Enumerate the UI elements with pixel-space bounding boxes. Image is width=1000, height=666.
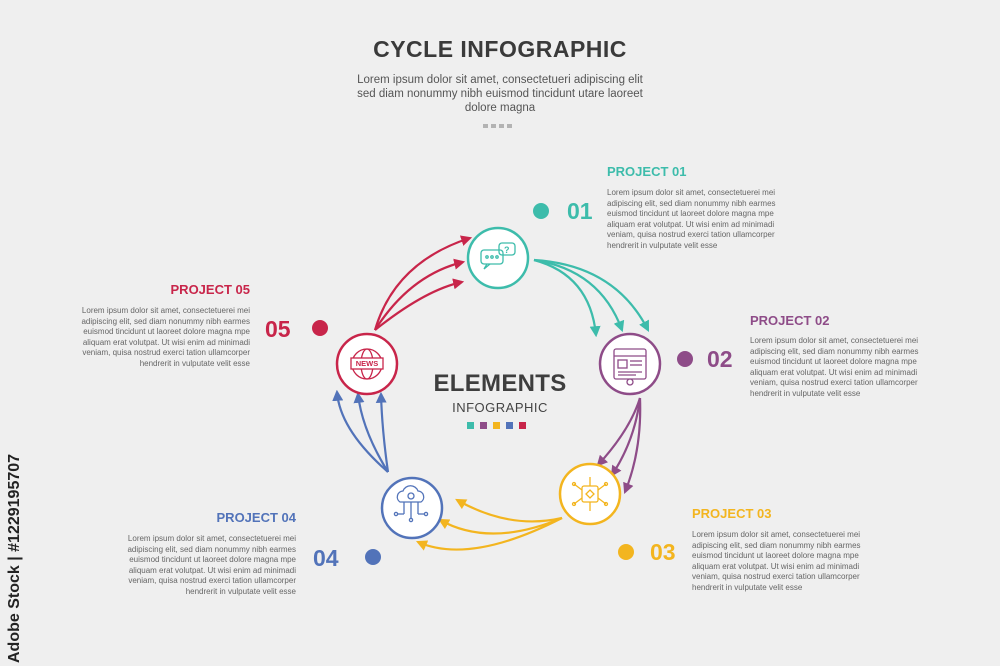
center-subtitle: INFOGRAPHIC — [452, 400, 548, 415]
globe-news-icon — [350, 348, 384, 380]
project-04-description: Lorem ipsum dolor sit amet, consectetuer… — [127, 534, 296, 596]
news-icon-label: NEWS — [355, 359, 379, 368]
project-02-dot — [677, 351, 693, 367]
cloud-network-icon — [393, 485, 429, 523]
project-03-number: 03 — [650, 539, 676, 565]
project-02-number: 02 — [707, 346, 733, 372]
project-01-number: 01 — [567, 198, 593, 224]
center-color-dots — [467, 422, 526, 429]
arrows-05-to-01 — [373, 235, 473, 331]
project-02-title: PROJECT 02 — [750, 313, 830, 328]
project-05-description: Lorem ipsum dolor sit amet, consectetuer… — [81, 306, 250, 368]
arrows-02-to-03 — [596, 397, 642, 495]
center-title: ELEMENTS — [433, 370, 567, 397]
project-05-dot — [312, 320, 328, 336]
node-03-circle — [558, 462, 622, 526]
arrows-03-to-04 — [415, 498, 563, 551]
chat-bubbles-icon: ? — [480, 242, 516, 270]
project-04-title: PROJECT 04 — [216, 510, 296, 525]
project-02-description: Lorem ipsum dolor sit amet, consectetuer… — [750, 336, 919, 398]
project-04-dot — [365, 549, 381, 565]
document-layout-icon — [613, 348, 647, 386]
project-04-number: 04 — [313, 545, 339, 571]
arrows-01-to-02 — [533, 258, 649, 338]
page-title: CYCLE INFOGRAPHIC — [373, 36, 627, 62]
title-divider-dots — [483, 124, 512, 128]
project-03-dot — [618, 544, 634, 560]
arrows-04-to-05 — [332, 389, 390, 473]
project-01-description: Lorem ipsum dolor sit amet, consectetuer… — [607, 188, 776, 250]
svg-text:?: ? — [504, 245, 510, 255]
watermark-text: Adobe Stock | #1229195707 — [6, 453, 23, 663]
project-05-title: PROJECT 05 — [170, 282, 250, 297]
project-01-title: PROJECT 01 — [607, 164, 687, 179]
project-03-title: PROJECT 03 — [692, 506, 772, 521]
adobe-stock-watermark: Adobe Stock | #1229195707 — [4, 423, 28, 663]
project-05-number: 05 — [265, 316, 291, 342]
node-04-circle — [380, 476, 444, 540]
circuit-chip-icon — [571, 477, 609, 511]
page-subtitle: Lorem ipsum dolor sit amet, consectetuer… — [357, 74, 643, 114]
project-01-dot — [533, 203, 549, 219]
project-03-description: Lorem ipsum dolor sit amet, consectetuer… — [692, 530, 861, 592]
